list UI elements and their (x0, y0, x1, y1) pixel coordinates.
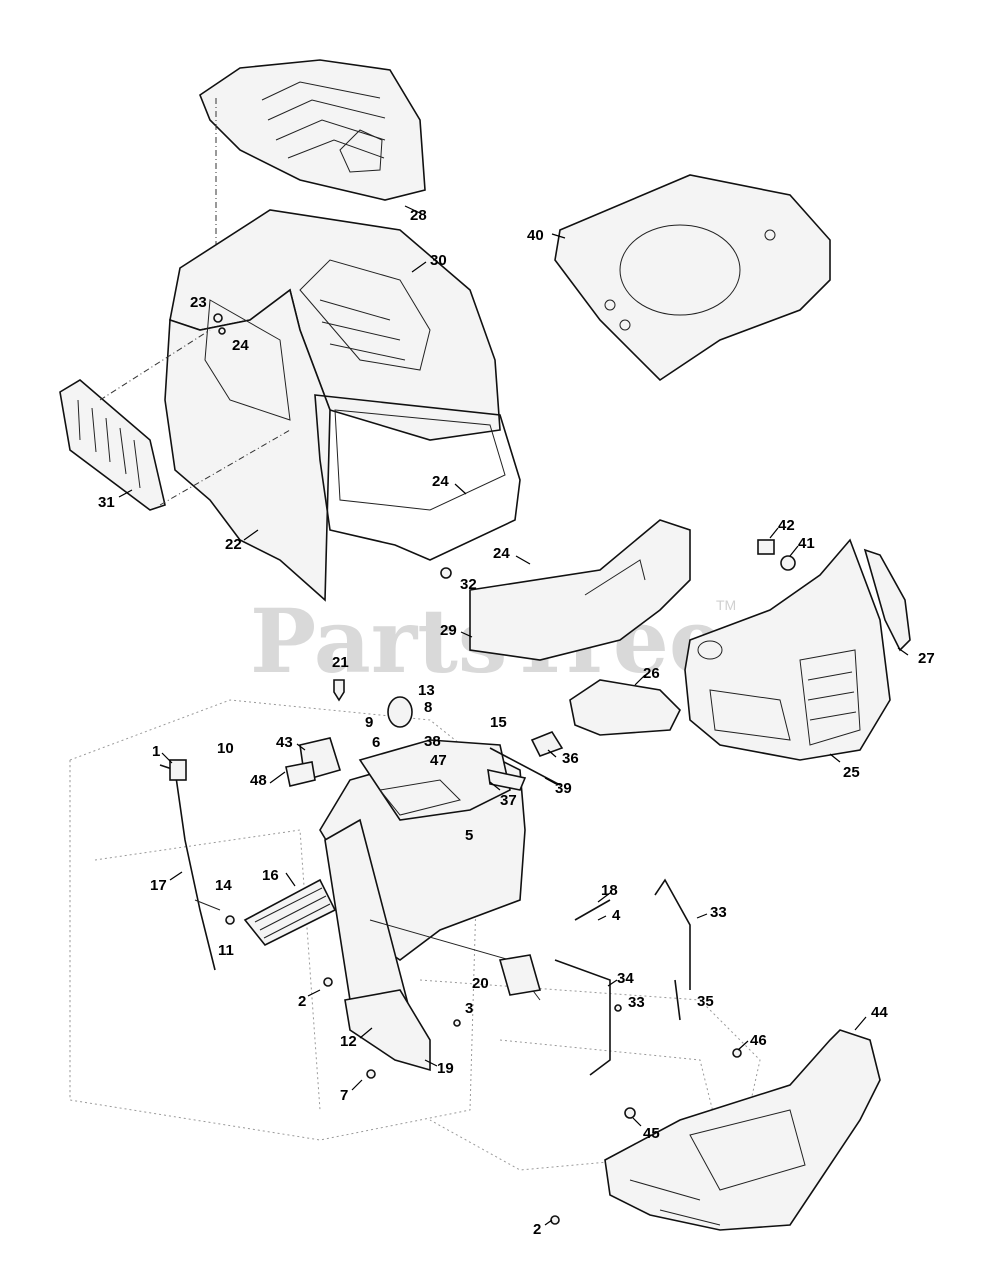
grille-part-31 (59, 379, 166, 511)
callout-42: 42 (778, 517, 795, 534)
hardware-markers (213, 313, 742, 1225)
rod-part-35 (674, 979, 681, 1021)
callout-46: 46 (750, 1032, 767, 1049)
rod-part-18 (574, 899, 611, 921)
callout-20: 20 (472, 975, 489, 992)
callout-labels: 28 30 40 23 24 31 22 24 24 42 41 32 29 2… (98, 207, 935, 1238)
callout-4: 4 (612, 907, 621, 924)
callout-40: 40 (527, 227, 544, 244)
callout-24b: 24 (432, 473, 449, 490)
callout-33a: 33 (710, 904, 727, 921)
hood-top-part-28 (199, 59, 426, 201)
part-39 (489, 747, 561, 786)
callout-27: 27 (918, 650, 935, 667)
hood-frame (314, 394, 521, 561)
callout-29: 29 (440, 622, 457, 639)
watermark-tm: TM (716, 597, 736, 613)
callout-34: 34 (617, 970, 634, 987)
callout-25: 25 (843, 764, 860, 781)
leader-lines (118, 205, 909, 1226)
callout-16: 16 (262, 867, 279, 884)
part-36 (530, 731, 564, 757)
callout-48: 48 (250, 772, 267, 789)
part-37 (487, 768, 527, 791)
callout-12: 12 (340, 1033, 357, 1050)
callout-18: 18 (601, 882, 618, 899)
key-part-21 (333, 679, 345, 702)
callout-10: 10 (217, 740, 234, 757)
callout-28: 28 (410, 207, 427, 224)
callout-44: 44 (871, 1004, 888, 1021)
callout-21: 21 (332, 654, 349, 671)
callout-22: 22 (225, 536, 242, 553)
front-bumper-part-44 (604, 1029, 881, 1231)
callout-11: 11 (218, 942, 234, 959)
rod-part-34 (554, 959, 611, 1076)
callout-19: 19 (437, 1060, 454, 1077)
lens-part-27 (863, 548, 911, 652)
callout-24c: 24 (493, 545, 510, 562)
side-panel-part-22 (164, 288, 331, 602)
callout-14: 14 (215, 877, 232, 894)
callout-7: 7 (340, 1087, 348, 1104)
callout-36: 36 (562, 750, 579, 767)
callout-39: 39 (555, 780, 572, 797)
callout-37: 37 (500, 792, 517, 809)
callout-26: 26 (643, 665, 660, 682)
callout-2a: 2 (298, 993, 306, 1010)
callout-32: 32 (460, 576, 477, 593)
lower-panel-part-12 (344, 989, 431, 1072)
callout-8: 8 (424, 699, 432, 716)
callout-24a: 24 (232, 337, 249, 354)
front-nose-part-25 (684, 538, 891, 761)
callout-43: 43 (276, 734, 293, 751)
callout-9: 9 (365, 714, 373, 731)
callout-3: 3 (465, 1000, 473, 1017)
callout-30: 30 (430, 252, 447, 269)
rod-part-33 (654, 878, 691, 990)
bracket-part-20 (498, 954, 542, 996)
callout-13: 13 (418, 682, 435, 699)
callout-6: 6 (372, 734, 380, 751)
callout-1: 1 (152, 743, 160, 760)
callout-23: 23 (190, 294, 207, 311)
spring-part-14 (194, 899, 221, 911)
callout-35: 35 (697, 993, 714, 1010)
callout-47: 47 (430, 752, 447, 769)
bulb-socket-parts-41-42 (757, 539, 796, 571)
rod-part-17 (159, 764, 216, 971)
callout-15: 15 (490, 714, 507, 731)
callout-41: 41 (798, 535, 815, 552)
callout-2b: 2 (533, 1221, 541, 1238)
knob-part-13 (387, 696, 413, 728)
front-bar-part-29 (469, 519, 691, 661)
callout-31: 31 (98, 494, 115, 511)
callout-17: 17 (150, 877, 167, 894)
screen-part-16 (243, 878, 337, 947)
callout-5: 5 (465, 827, 473, 844)
bracket-part-1 (169, 759, 187, 781)
callout-38: 38 (424, 733, 441, 750)
callout-33b: 33 (628, 994, 645, 1011)
switch-part-48 (285, 761, 316, 787)
light-panel-part-26 (569, 679, 681, 736)
callout-45: 45 (643, 1125, 660, 1142)
engine-cover-part-40 (554, 174, 831, 382)
